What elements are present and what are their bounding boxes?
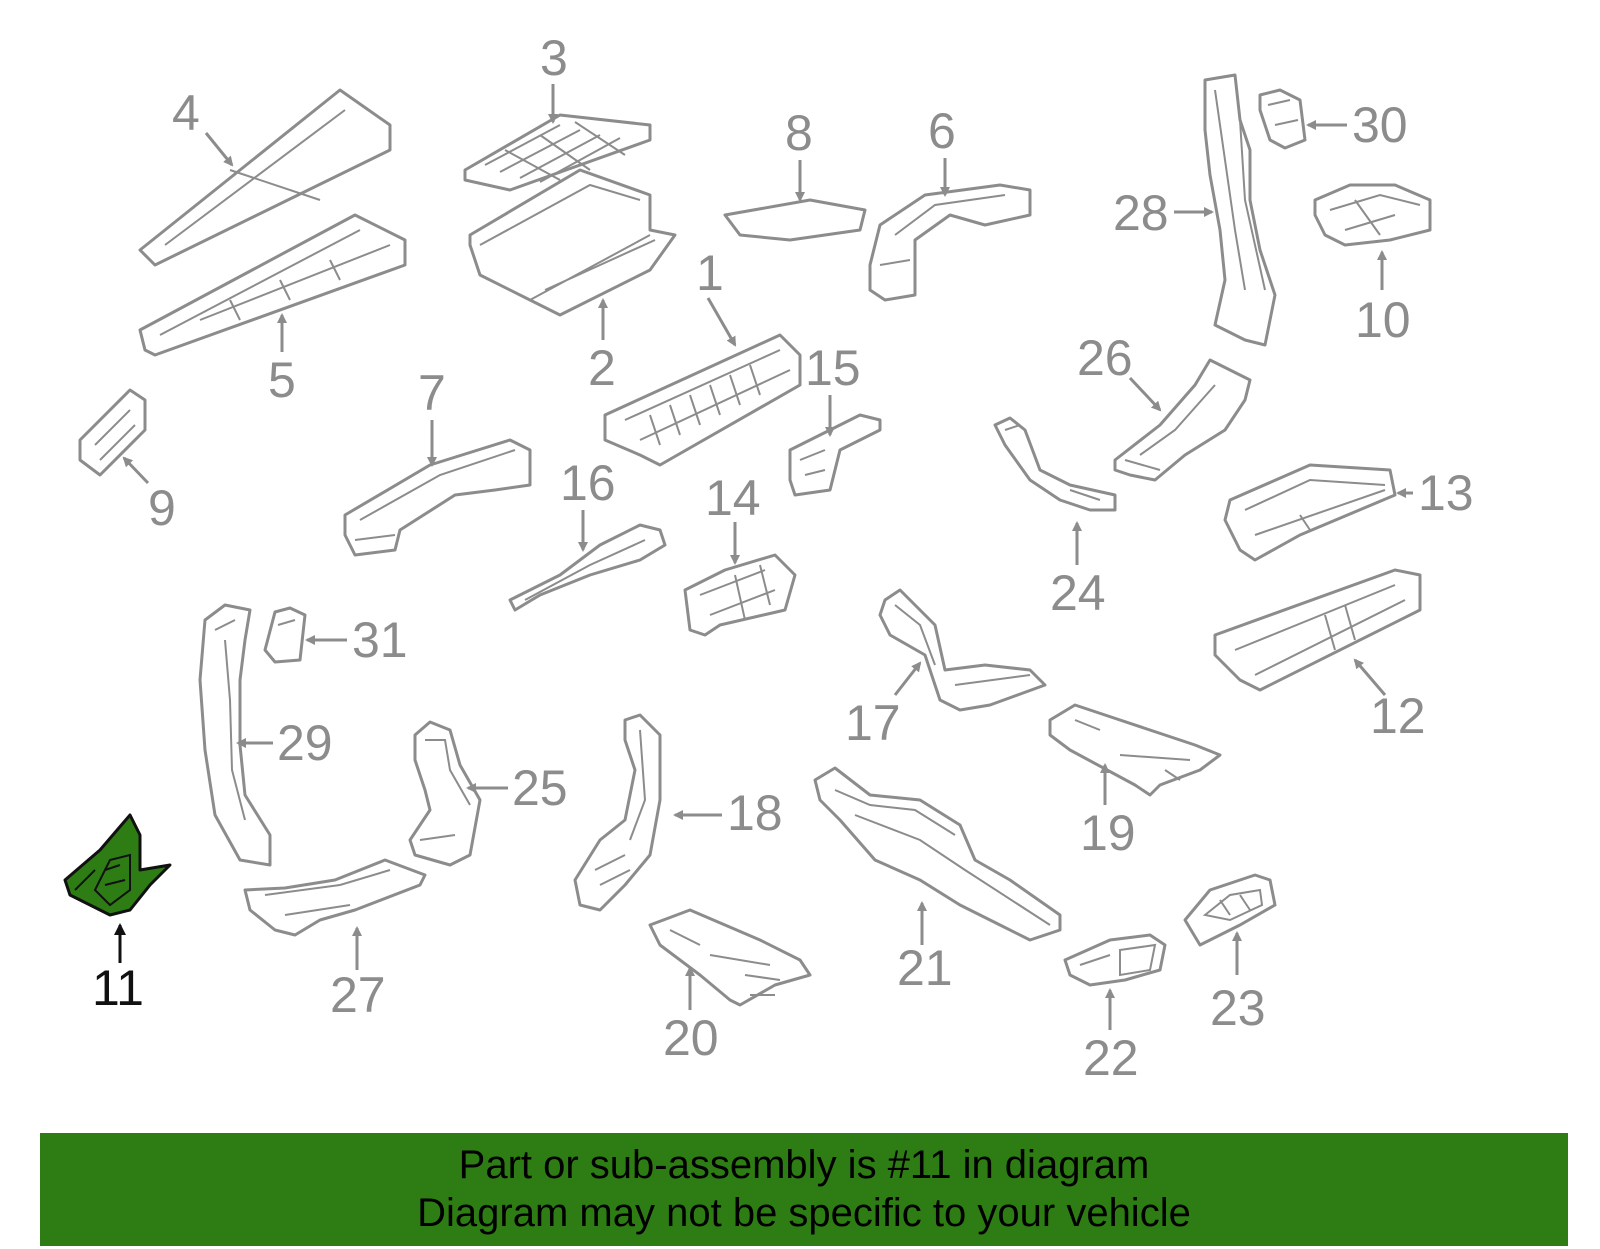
parts-diagram: 1 2 3 4 5 6 7 [63,30,1474,1086]
part-18[interactable]: 18 [573,713,783,912]
callout-label: 22 [1083,1030,1139,1086]
callout-label: 30 [1352,97,1408,153]
part-27[interactable]: 27 [243,858,427,1023]
callout-label: 1 [696,245,724,301]
callout-label: 29 [277,715,333,771]
callout-label: 28 [1113,185,1169,241]
callout-label: 10 [1355,292,1411,348]
callout-label: 18 [727,785,783,841]
callout-label: 23 [1210,980,1266,1036]
part-3[interactable]: 3 [463,30,652,192]
callout-label: 20 [663,1010,719,1066]
callout-label: 25 [512,760,568,816]
part-7[interactable]: 7 [343,365,532,557]
callout-label: 16 [560,455,616,511]
part-15[interactable]: 15 [788,340,882,497]
part-24[interactable]: 24 [993,416,1117,621]
callout-label: 14 [705,470,761,526]
part-16[interactable]: 16 [508,455,667,612]
part-9[interactable]: 9 [78,388,176,536]
callout-label: 12 [1370,688,1426,744]
callout-label: 11 [92,960,144,1016]
callout-label: 4 [172,85,200,141]
part-22[interactable]: 22 [1063,933,1167,1086]
callout-label: 5 [268,352,296,408]
part-23[interactable]: 23 [1183,873,1277,1036]
info-banner: Part or sub-assembly is #11 in diagram D… [40,1133,1568,1246]
part-30[interactable]: 30 [1258,88,1408,153]
callout-label: 21 [897,940,953,996]
callout-label: 27 [330,967,386,1023]
callout-label: 13 [1418,465,1474,521]
callout-label: 7 [418,365,446,421]
part-4[interactable]: 4 [138,85,392,267]
part-2[interactable]: 2 [468,168,677,396]
callout-label: 8 [785,105,813,161]
part-25[interactable]: 25 [408,720,568,867]
callout-label: 2 [588,340,616,396]
part-6[interactable]: 6 [868,103,1032,302]
callout-label: 19 [1080,805,1136,861]
part-5[interactable]: 5 [138,213,407,408]
part-1[interactable]: 1 [603,245,802,467]
part-8[interactable]: 8 [723,105,867,242]
banner-line-1: Part or sub-assembly is #11 in diagram [458,1143,1150,1187]
part-29[interactable]: 29 [198,603,333,867]
part-11-highlighted[interactable]: 11 [63,813,172,1016]
callout-label: 3 [540,30,568,86]
part-28[interactable]: 28 [1113,73,1277,347]
callout-label: 17 [845,695,901,751]
callout-label: 24 [1050,565,1106,621]
callout-label: 26 [1077,330,1133,386]
callout-label: 15 [805,340,861,396]
part-10[interactable]: 10 [1313,183,1432,348]
part-13[interactable]: 13 [1223,463,1474,562]
part-19[interactable]: 19 [1048,703,1222,861]
part-12[interactable]: 12 [1213,568,1426,744]
part-20[interactable]: 20 [648,908,812,1066]
callout-label: 9 [148,480,176,536]
callout-label: 31 [352,612,408,668]
part-31[interactable]: 31 [263,606,408,668]
callout-label: 6 [928,103,956,159]
part-21[interactable]: 21 [813,766,1062,996]
part-17[interactable]: 17 [845,588,1047,751]
part-14[interactable]: 14 [683,470,797,637]
part-26[interactable]: 26 [1077,330,1252,482]
banner-line-2: Diagram may not be specific to your vehi… [417,1191,1191,1235]
